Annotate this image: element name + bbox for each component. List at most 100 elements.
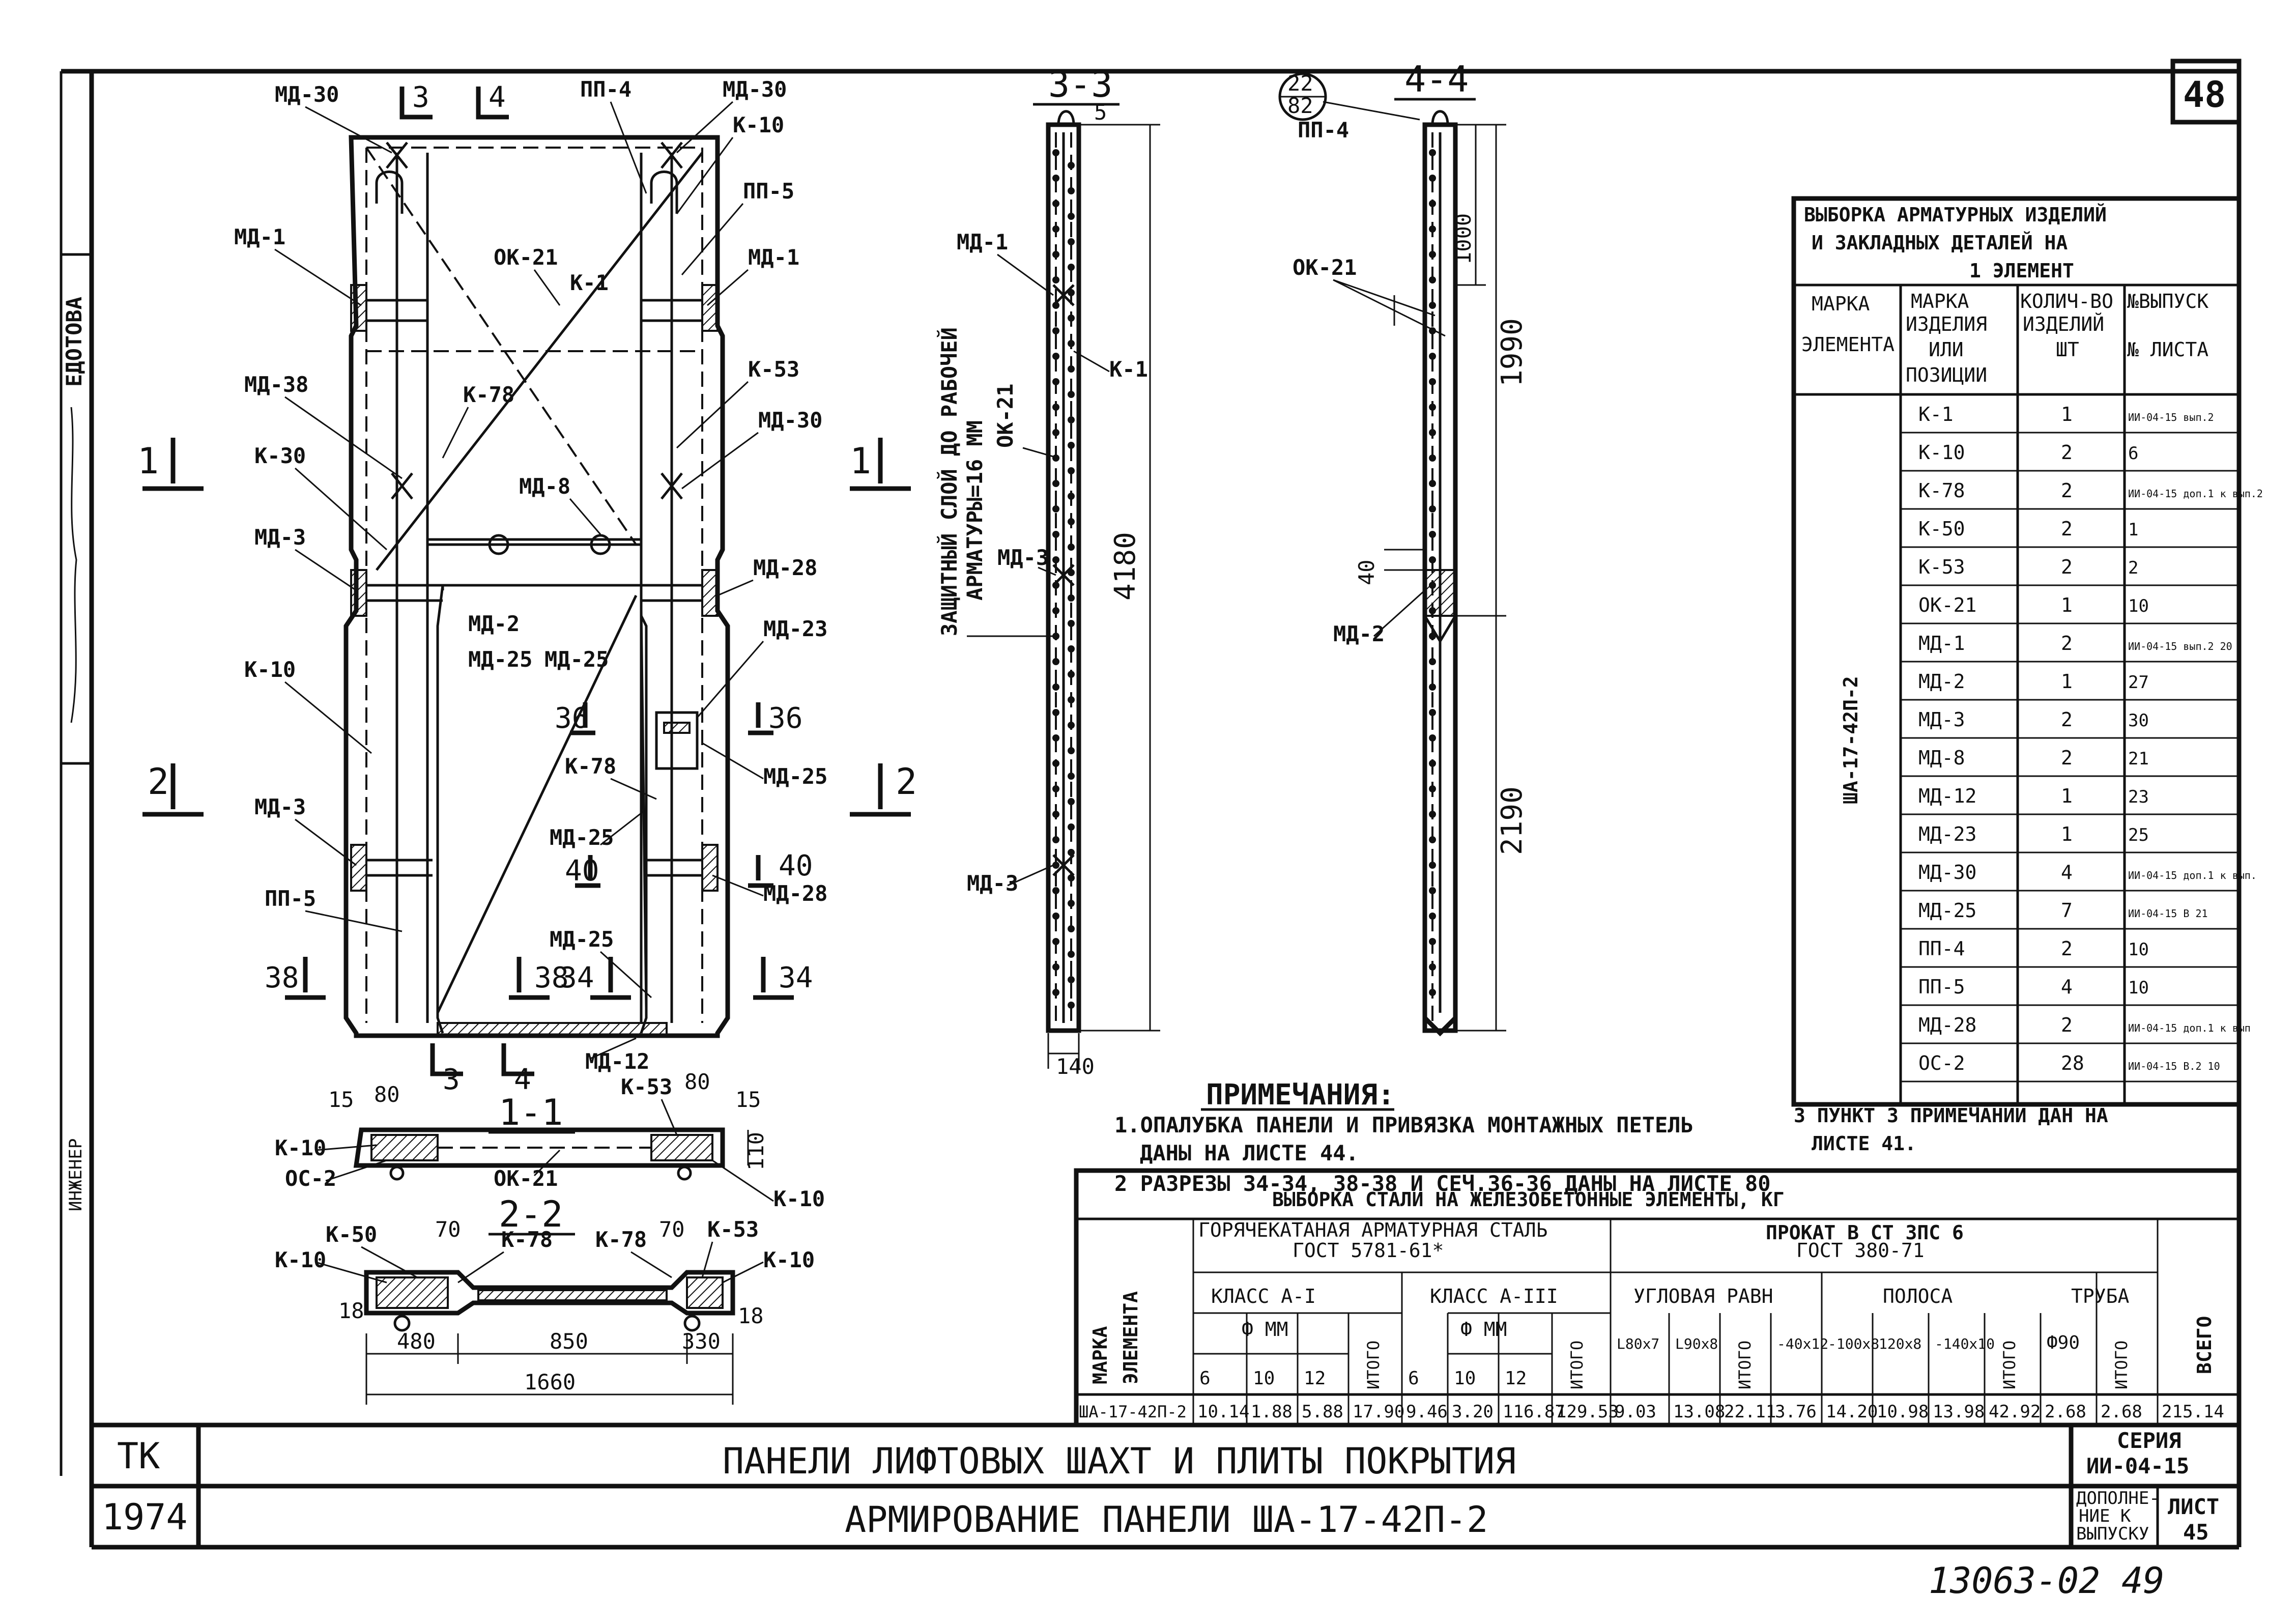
rebar-dot: [1052, 378, 1059, 385]
rebar-dot: [1429, 785, 1436, 792]
selection-ref: 6: [2128, 443, 2138, 464]
selection-item: ПП-4: [1918, 937, 1965, 960]
rebar-dot: [1429, 811, 1436, 818]
rebar-dot: [1429, 989, 1436, 996]
selection-qty: 2: [2061, 937, 2073, 960]
rebar-dot: [1429, 200, 1436, 207]
steel-value: 215.14: [2162, 1402, 2224, 1422]
cut-40-right-label: 40: [779, 849, 813, 882]
rebar-dot: [1068, 340, 1075, 347]
steel-value: 2.68: [2045, 1402, 2086, 1422]
label-k10-mid: К-10: [244, 657, 296, 682]
rebar-dot: [1068, 976, 1075, 983]
rebar-dot: [1052, 658, 1059, 665]
sel-h-qty-3: ШТ: [2056, 338, 2079, 361]
selection-item: МД-2: [1918, 670, 1965, 693]
sel-h-item-1: МАРКА: [1911, 290, 1969, 312]
label-3-3-k1: К-1: [1109, 357, 1148, 382]
selection-ref: ИИ-04-15 В.2 10: [2128, 1060, 2220, 1072]
dim-2-2-330: 330: [682, 1329, 721, 1354]
rebar-dot: [1052, 785, 1059, 792]
selection-ref: 27: [2128, 672, 2149, 693]
steel-sub-total: ИТОГО: [2112, 1341, 2131, 1389]
selection-ref: 21: [2128, 749, 2149, 769]
steel-title: ВЫБОРКА СТАЛИ НА ЖЕЛЕЗОБЕТОННЫЕ ЭЛЕМЕНТЫ…: [1272, 1188, 1785, 1211]
rebar-dot: [1429, 531, 1436, 538]
selection-item: К-10: [1918, 441, 1965, 464]
cut-1-left-label: 1: [137, 440, 159, 482]
label-md25-bottom: МД-25: [550, 927, 614, 952]
cut-2-left-label: 2: [148, 761, 169, 803]
selection-item: К-78: [1918, 479, 1965, 502]
dim-1-1-80-left: 80: [374, 1082, 400, 1107]
tb-series: ИИ-04-15: [2086, 1454, 2189, 1478]
rebar-dot: [1068, 747, 1075, 754]
label-md3-lower: МД-3: [254, 794, 306, 819]
note-2: 2 РАЗРЕЗЫ 34-34, 38-38 И СЕЧ.36-36 ДАНЫ …: [1114, 1171, 1771, 1196]
rebar-dot: [1429, 404, 1436, 411]
steel-value: 14.20: [1826, 1402, 1878, 1422]
dim-5: 5: [1094, 100, 1107, 125]
selection-qty: 1: [2061, 403, 2073, 425]
steel-sub-header: Ф90: [2047, 1332, 2080, 1353]
selection-qty: 2: [2061, 747, 2073, 769]
rebar-dot: [1052, 760, 1059, 767]
rebar-dot: [1052, 276, 1059, 283]
section-2-2: 2-2 480 850 330 1660 18 18 70 70 К-50 К-…: [275, 1193, 815, 1405]
rebar-dot: [1429, 480, 1436, 487]
rebar-dot: [1068, 238, 1075, 245]
cut-40-left-label: 40: [565, 855, 599, 888]
rebar-dot: [1052, 327, 1059, 334]
label-md30-mid: МД-30: [758, 408, 822, 433]
label-k10-top: К-10: [733, 112, 784, 137]
steel-sub-header: 6: [1408, 1368, 1419, 1389]
rebar-dot: [1068, 442, 1075, 449]
steel-sub-header: -140x10: [1935, 1335, 1995, 1352]
steel-class-a3: КЛАСС А-III: [1430, 1285, 1558, 1307]
steel-value: 10.14: [1197, 1402, 1249, 1422]
selection-item: МД-23: [1918, 823, 1976, 845]
sel-h-item-4: ПОЗИЦИИ: [1906, 364, 1987, 386]
label-1-1-oc2: ОС-2: [285, 1166, 336, 1191]
section-3-3: 3-3 4180 5 140 МД-1 К-1 ОК-21 МД-3 МД-3 …: [936, 64, 1160, 1079]
dim-1990: 1990: [1496, 318, 1529, 387]
label-md38: МД-38: [244, 372, 308, 397]
label-md23: МД-23: [763, 616, 827, 641]
steel-sub-header: L80x7: [1617, 1335, 1659, 1352]
selection-qty: 2: [2061, 556, 2073, 578]
rebar-dot: [1052, 175, 1059, 182]
rebar-dot: [1068, 1002, 1075, 1009]
dim-1-1-15-left: 15: [328, 1087, 354, 1112]
protect-note-line1: ЗАЩИТНЫЙ СЛОЙ ДО РАБОЧЕЙ: [936, 327, 962, 636]
rebar-dot: [1068, 416, 1075, 423]
label-md25-a: МД-25: [468, 647, 532, 672]
note-1-cont: ДАНЫ НА ЛИСТЕ 44.: [1140, 1141, 1359, 1165]
dim-1-1-80-right: 80: [684, 1069, 710, 1094]
label-md28-lower: МД-28: [763, 881, 827, 906]
steel-grid: [1192, 1219, 2159, 1425]
label-md25-lower: МД-25: [550, 825, 614, 850]
steel-value: 3.76: [1775, 1402, 1817, 1422]
steel-value: 10.98: [1877, 1402, 1929, 1422]
rebar-dot: [1429, 302, 1436, 309]
rebar-dot: [1068, 645, 1075, 652]
cut-38-left-label: 38: [265, 961, 299, 994]
dim-2-2-18-left: 18: [338, 1298, 364, 1323]
selection-footnote-1: 3 ПУНКТ 3 ПРИМЕЧАНИИ ДАН НА: [1794, 1104, 2108, 1127]
cut-38-right-label: 38: [534, 961, 568, 994]
rebar-dot: [1429, 938, 1436, 945]
label-k1: К-1: [570, 270, 609, 295]
sel-h-item-3: ИЛИ: [1929, 338, 1964, 361]
rebar-dot: [1429, 378, 1436, 385]
rebar-dot: [1052, 836, 1059, 843]
cut-36-right-label: 36: [768, 702, 802, 735]
rebar-dot: [1052, 531, 1059, 538]
label-2-2-k53: К-53: [707, 1217, 759, 1242]
steel-strip: ПОЛОСА: [1883, 1285, 1953, 1307]
rebar-dot: [1052, 556, 1059, 563]
